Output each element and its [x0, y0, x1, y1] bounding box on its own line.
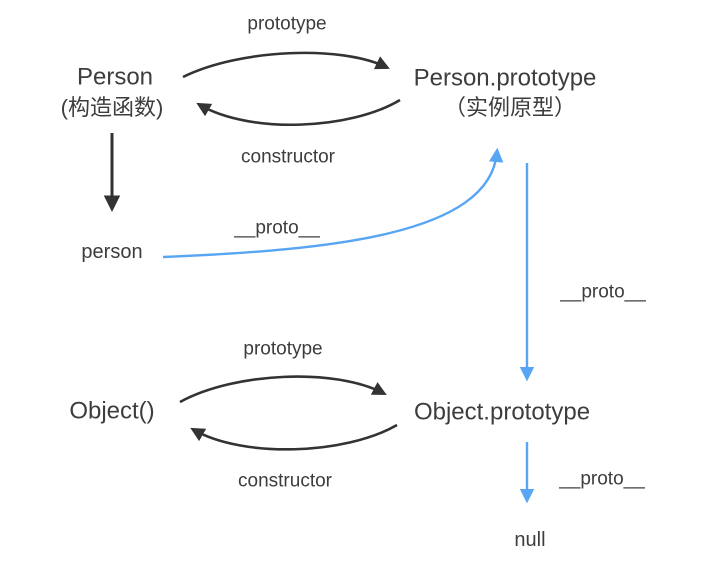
edge-label-proto-chain-1: __proto__	[560, 281, 646, 303]
edge-label-constructor-top: constructor	[241, 146, 335, 168]
node-object-constructor: Object()	[69, 397, 155, 425]
arrow-object-prototype	[179, 375, 387, 404]
edge-label-prototype-top: prototype	[247, 13, 327, 35]
arrow-person-prototype	[182, 51, 390, 79]
edge-label-proto-instance: __proto__	[234, 217, 320, 239]
node-person-prototype-title: Person.prototype	[413, 64, 597, 92]
node-person-constructor-title: Person	[76, 63, 154, 91]
arrow-instance-proto	[162, 147, 504, 259]
node-person-instance: person	[81, 241, 143, 263]
edge-label-prototype-bottom: prototype	[243, 338, 323, 360]
node-null: null	[514, 529, 546, 551]
node-object-prototype: Object.prototype	[413, 398, 591, 426]
node-person-constructor-subtitle: (构造函数)	[60, 94, 164, 120]
node-person-prototype-subtitle: （实例原型）	[443, 94, 577, 120]
arrow-objectproto-constructor	[190, 423, 398, 451]
arrow-personproto-constructor	[196, 98, 401, 127]
edge-label-proto-chain-2: __proto__	[559, 468, 645, 490]
edge-label-constructor-bottom: constructor	[238, 470, 332, 492]
